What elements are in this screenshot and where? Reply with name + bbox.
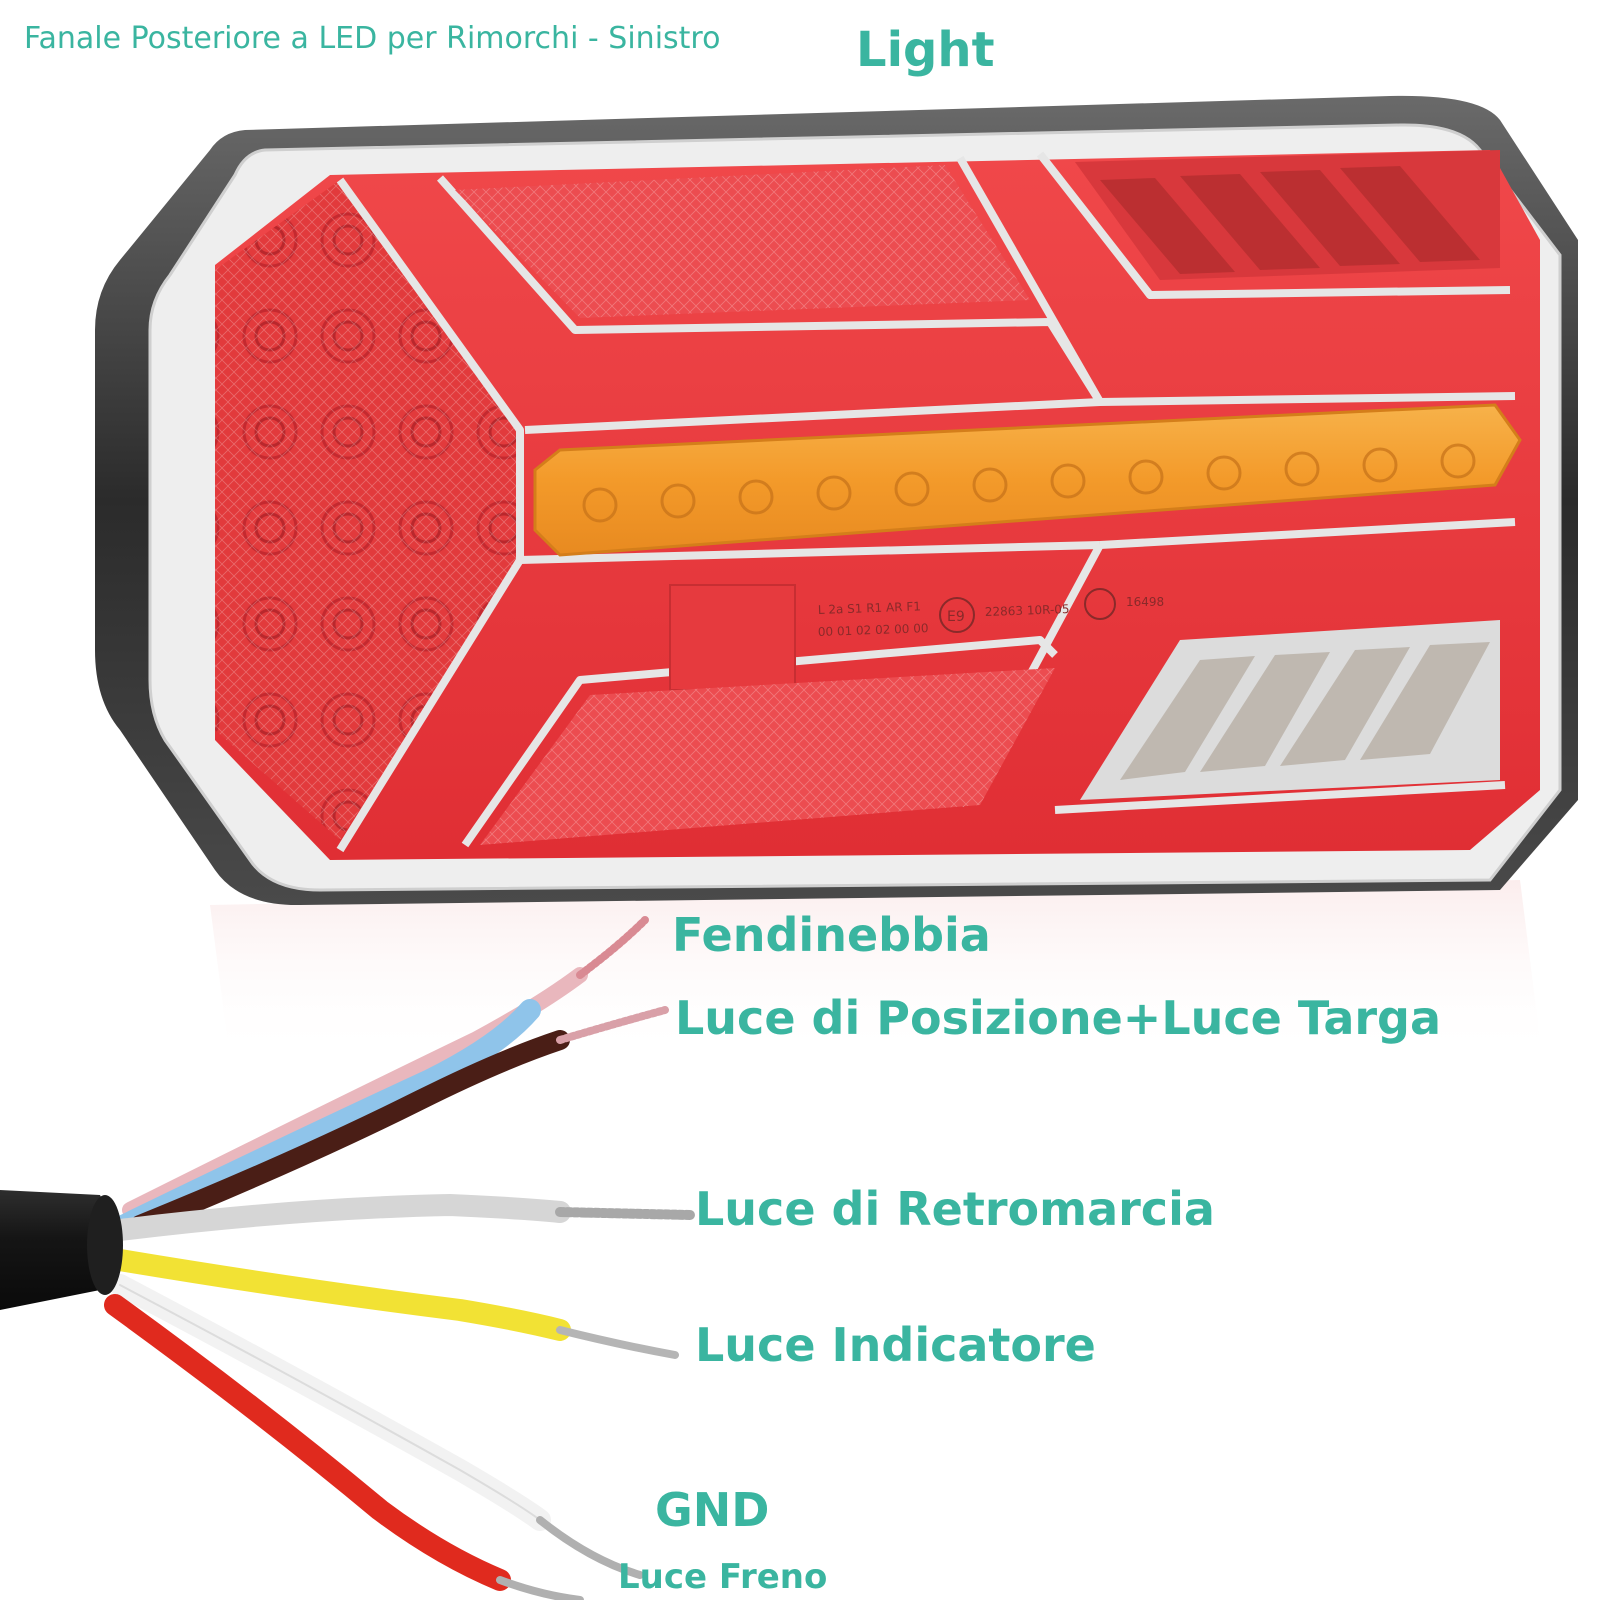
- amber-led: [1284, 451, 1320, 487]
- page-subtitle: Light: [856, 22, 995, 78]
- label-reverse-light: Luce di Retromarcia: [695, 1182, 1215, 1236]
- wire-pink: [122, 967, 588, 1218]
- reverse-light-section: [1080, 620, 1500, 800]
- approval-code-2: 16498: [1126, 595, 1164, 609]
- amber-led: [1128, 459, 1164, 495]
- wire-blue: [114, 999, 541, 1236]
- amber-led: [1440, 443, 1476, 479]
- wire-grey: [109, 1193, 571, 1241]
- e-mark-circle: [939, 597, 975, 633]
- amber-led: [1206, 455, 1242, 491]
- marking-line1: L 2a S1 R1 AR F1: [818, 599, 921, 617]
- lamp-markings: L 2a S1 R1 AR F1 00 01 02 02 00 00 E9 22…: [818, 588, 1164, 639]
- amber-led: [1362, 447, 1398, 483]
- wire-red-strands: [496, 1576, 584, 1600]
- amber-led: [894, 471, 930, 507]
- e-mark-circle-2: [1084, 588, 1116, 620]
- wire-brown: [130, 1030, 570, 1235]
- label-indicator-light: Luce Indicatore: [695, 1318, 1096, 1372]
- left-led-block: [215, 180, 520, 840]
- tail-lamp: L 2a S1 R1 AR F1 00 01 02 02 00 00 E9 22…: [95, 95, 1578, 906]
- e-mark: E9: [947, 609, 965, 625]
- wire-yellow-strands: [556, 1326, 679, 1359]
- amber-led: [972, 467, 1008, 503]
- top-chevron-leds: [1075, 150, 1500, 280]
- amber-led: [738, 479, 774, 515]
- marking-line2: 00 01 02 02 00 00: [818, 621, 929, 639]
- amber-led: [816, 475, 852, 511]
- wire-white-strands: [536, 1516, 644, 1579]
- lens-dividers: [336, 151, 1516, 853]
- amber-led: [582, 487, 618, 523]
- amber-led: [1050, 463, 1086, 499]
- wire-brown-strands: [556, 1006, 669, 1044]
- wire-pink-strands: [576, 916, 649, 979]
- label-position-plate-light: Luce di Posizione+Luce Targa: [675, 991, 1442, 1045]
- page-title: Fanale Posteriore a LED per Rimorchi - S…: [24, 21, 721, 56]
- wire-yellow: [109, 1249, 571, 1341]
- amber-indicator-strip: [533, 403, 1522, 557]
- wire-grey-strands: [555, 1207, 695, 1220]
- marking-plate: [669, 584, 796, 691]
- amber-led: [660, 483, 696, 519]
- wiring-harness: [104, 916, 695, 1600]
- label-ground: GND: [655, 1483, 770, 1537]
- label-brake-light: Luce Freno: [618, 1557, 828, 1597]
- label-fog-light: Fendinebbia: [672, 908, 991, 962]
- cable-sheath: [0, 1190, 123, 1310]
- approval-code-1: 22863 10R-05: [985, 602, 1070, 619]
- wire-red: [104, 1294, 511, 1591]
- lamp-reflection: [210, 880, 1540, 1060]
- wire-white-outline: [119, 1284, 541, 1521]
